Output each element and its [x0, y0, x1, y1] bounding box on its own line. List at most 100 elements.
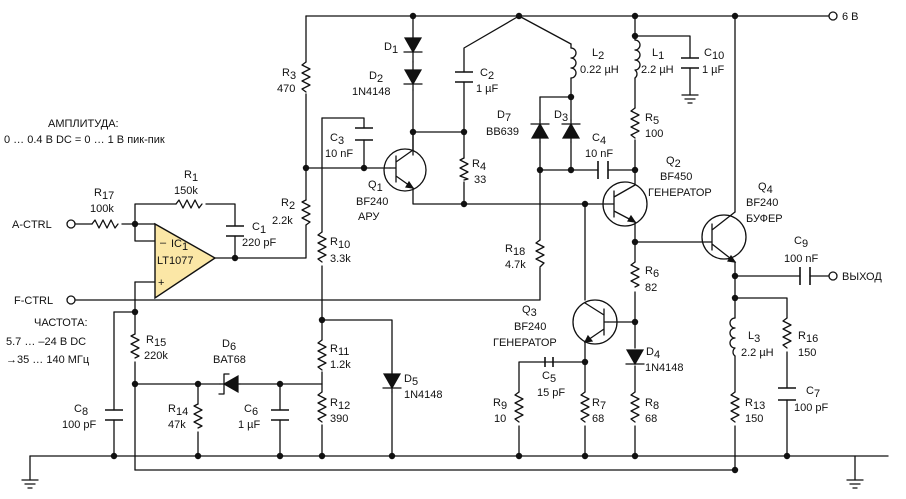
r5-ref: R5	[645, 112, 659, 127]
r11-value: 1.2k	[330, 359, 351, 371]
q2-ref: Q2	[666, 155, 681, 170]
r15-value: 220k	[144, 350, 168, 362]
c9-value: 100 nF	[784, 253, 819, 265]
wires	[29, 15, 889, 481]
resistor-r3	[301, 61, 311, 93]
amplitude-range: 0 … 0.4 В DC = 0 … 1 В пик-пик	[4, 134, 165, 146]
diode-d1	[403, 37, 423, 63]
diode-d6	[218, 373, 241, 395]
transistors	[383, 131, 747, 345]
d6-value: BAT68	[213, 354, 246, 366]
l2-value: 0.22 µH	[580, 64, 619, 76]
r16-ref: R16	[798, 330, 818, 345]
diode-d4	[625, 349, 645, 366]
r9-value: 10	[494, 413, 506, 425]
capacitor-c2	[455, 71, 473, 83]
r13-ref: R13	[745, 397, 765, 412]
freq-note: ЧАСТОТА:	[34, 317, 88, 329]
c6-ref: C6	[244, 403, 258, 418]
junction-dots	[110, 12, 791, 474]
resistor-r17	[91, 219, 119, 229]
r15-ref: R15	[146, 334, 166, 349]
f-ctrl-label: F-CTRL	[14, 295, 53, 307]
d6-ref: D6	[222, 338, 236, 353]
q4-ref: Q4	[758, 181, 773, 196]
d5-value: 1N4148	[404, 389, 443, 401]
inductor-l3	[729, 317, 736, 357]
r7-value: 68	[592, 413, 604, 425]
d5-ref: D5	[404, 373, 418, 388]
resistor-r5	[630, 107, 640, 139]
r13-value: 150	[745, 413, 763, 425]
r1-value: 150k	[174, 185, 198, 197]
terminals	[66, 11, 838, 305]
amplitude-note: АМПЛИТУДА:	[48, 118, 119, 130]
ic1-plus: +	[158, 277, 164, 289]
q2-role: ГЕНЕРАТОР	[648, 187, 712, 199]
d3-ref: D3	[554, 109, 568, 124]
r17-value: 100k	[90, 203, 114, 215]
l3-ref: L3	[748, 330, 760, 345]
terminal-f-ctrl	[66, 295, 76, 305]
q1-ref: Q1	[368, 179, 383, 194]
c7-ref: C7	[806, 385, 820, 400]
terminal-supply	[828, 11, 838, 21]
c4-value: 10 nF	[585, 148, 613, 160]
d1-ref: D1	[384, 41, 398, 56]
capacitor-c1	[226, 225, 244, 237]
q3-value: BF240	[514, 321, 546, 333]
c3-value: 10 nF	[325, 148, 353, 160]
r12-value: 390	[330, 413, 348, 425]
capacitor-c6	[271, 409, 289, 421]
resistor-r6	[630, 261, 640, 288]
c8-ref: C8	[74, 403, 88, 418]
c5-value: 15 pF	[537, 387, 565, 399]
c7-value: 100 pF	[794, 402, 829, 414]
r11-ref: R11	[330, 343, 349, 358]
q4-value: BF240	[746, 197, 778, 209]
c1-value: 220 pF	[242, 237, 277, 249]
capacitor-c4	[597, 161, 609, 179]
q2-value: BF450	[660, 171, 692, 183]
resistor-r12	[317, 391, 327, 423]
capacitor-c3	[355, 127, 373, 141]
terminal-output	[828, 271, 838, 281]
labels: 6 В A-CTRL F-CTRL ВЫХОД АМПЛИТУДА: 0 … 0…	[4, 11, 882, 431]
l2-ref: L2	[592, 47, 604, 62]
resistor-r18	[535, 239, 545, 268]
output-label: ВЫХОД	[842, 271, 882, 283]
freq-range: →35 … 140 МГц	[6, 354, 90, 366]
r4-value: 33	[474, 174, 486, 186]
capacitors	[105, 57, 811, 421]
transistor-q4	[701, 211, 747, 263]
r8-ref: R8	[645, 397, 659, 412]
opamp-ic1	[154, 222, 217, 300]
c10-ref: C10	[704, 47, 724, 62]
r9-ref: R9	[493, 397, 507, 412]
capacitor-c8	[105, 409, 123, 421]
r7-ref: R7	[592, 397, 606, 412]
diode-d5	[382, 371, 402, 393]
r10-value: 3.3k	[330, 253, 351, 265]
r10-ref: R10	[330, 236, 350, 251]
d2-value: 1N4148	[352, 86, 391, 98]
freq-voltage: 5.7 … –24 В DC	[6, 336, 86, 348]
c9-ref: C9	[794, 235, 808, 250]
ic1-value: LT1077	[157, 255, 194, 267]
ic1-minus: –	[160, 237, 167, 249]
r2-value: 2.2k	[272, 215, 293, 227]
terminal-a-ctrl	[66, 219, 76, 229]
resistor-r1	[175, 199, 203, 209]
resistor-r15	[130, 333, 140, 359]
transistor-q1	[383, 131, 427, 192]
capacitor-c10	[681, 57, 699, 69]
inductors	[570, 39, 736, 357]
l1-ref: L1	[652, 47, 664, 62]
resistor-r2	[301, 199, 311, 226]
c2-ref: C2	[480, 67, 494, 82]
diode-d2	[403, 61, 423, 91]
resistor-r8	[630, 391, 640, 423]
r12-ref: R12	[330, 397, 350, 412]
resistor-r4	[459, 157, 469, 181]
